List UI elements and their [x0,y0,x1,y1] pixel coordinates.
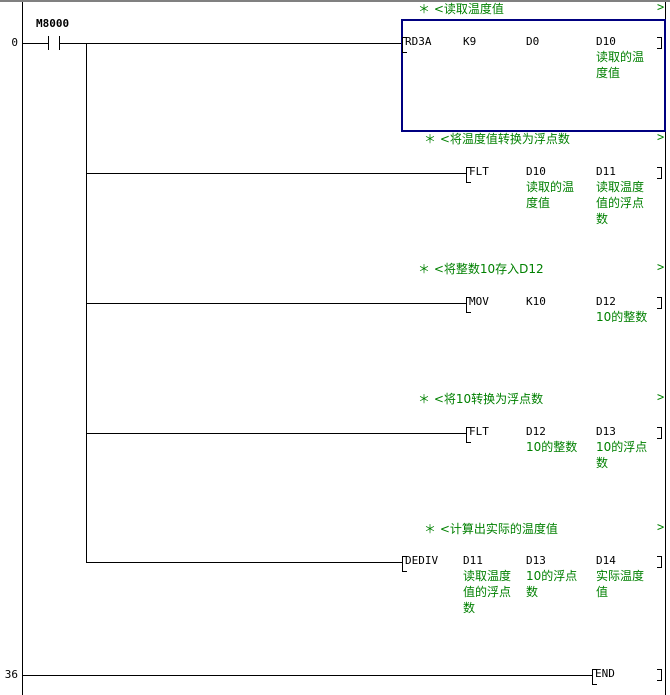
operand-comment: 10的浮点数 [596,440,648,470]
operand-comment: 10的整数 [526,440,578,454]
operand[interactable]: D10 [596,35,616,48]
instruction-bracket-right [657,427,662,439]
rung-comment: ＊ <读取温度值 [418,2,504,16]
operand-comment: 10的浮点数 [526,569,578,599]
rung-wire [86,303,466,304]
operand[interactable]: D14 [596,554,616,567]
operand[interactable]: D11 [596,165,616,178]
step-number-0: 0 [11,36,18,49]
end-instruction[interactable]: END [595,667,615,680]
instruction-name[interactable]: DEDIV [405,554,439,567]
instruction-bracket-right [657,556,662,568]
instruction-bracket-left [402,37,407,53]
operand[interactable]: D11 [463,554,483,567]
rung-comment: ＊ <将温度值转换为浮点数 [424,132,570,146]
operand-comment: 读取的温度值 [596,50,645,80]
right-power-rail [665,2,666,695]
comment-end-marker: > [657,0,665,14]
left-power-rail [22,2,23,695]
rung-wire [86,173,466,174]
operand[interactable]: D13 [526,554,546,567]
instruction-bracket-left [466,427,471,443]
instruction-bracket-left [402,556,407,572]
normally-open-contact-icon[interactable] [48,36,60,50]
instruction-bracket-right [657,669,662,681]
instruction-name[interactable]: FLT [469,165,489,178]
rung-wire [60,43,402,44]
rung-comment: ＊ <计算出实际的温度值 [424,522,558,536]
comment-end-marker: > [657,130,665,144]
operand-comment: 读取温度值的浮点数 [463,569,512,615]
selection-cursor [401,19,666,132]
instruction-bracket-left [466,297,471,313]
rung-comment: ＊ <将整数10存入D12 [418,262,544,276]
instruction-name[interactable]: MOV [469,295,489,308]
contact-label-m8000: M8000 [36,17,70,30]
instruction-name[interactable]: FLT [469,425,489,438]
rung-wire-end [22,675,592,676]
operand[interactable]: D12 [526,425,546,438]
operand[interactable]: D12 [596,295,616,308]
instruction-name[interactable]: RD3A [405,35,432,48]
operand[interactable]: D0 [526,35,540,48]
step-number-36: 36 [4,668,18,681]
rung-comment: ＊ <将10转换为浮点数 [418,392,544,406]
instruction-bracket-right [657,37,662,49]
operand[interactable]: K9 [463,35,477,48]
comment-end-marker: > [657,260,665,274]
operand[interactable]: D10 [526,165,546,178]
instruction-bracket-left [592,669,597,685]
rung-wire [86,433,466,434]
operand[interactable]: D13 [596,425,616,438]
top-border [0,0,670,2]
instruction-bracket-right [657,297,662,309]
comment-end-marker: > [657,520,665,534]
instruction-bracket-left [466,167,471,183]
operand[interactable]: K10 [526,295,546,308]
instruction-bracket-right [657,167,662,179]
comment-end-marker: > [657,390,665,404]
operand-comment: 读取的温度值 [526,180,575,210]
operand-comment: 读取温度值的浮点数 [596,180,645,226]
rung-wire [86,562,402,563]
operand-comment: 实际温度值 [596,569,645,599]
operand-comment: 10的整数 [596,310,648,324]
rung-wire [22,43,48,44]
